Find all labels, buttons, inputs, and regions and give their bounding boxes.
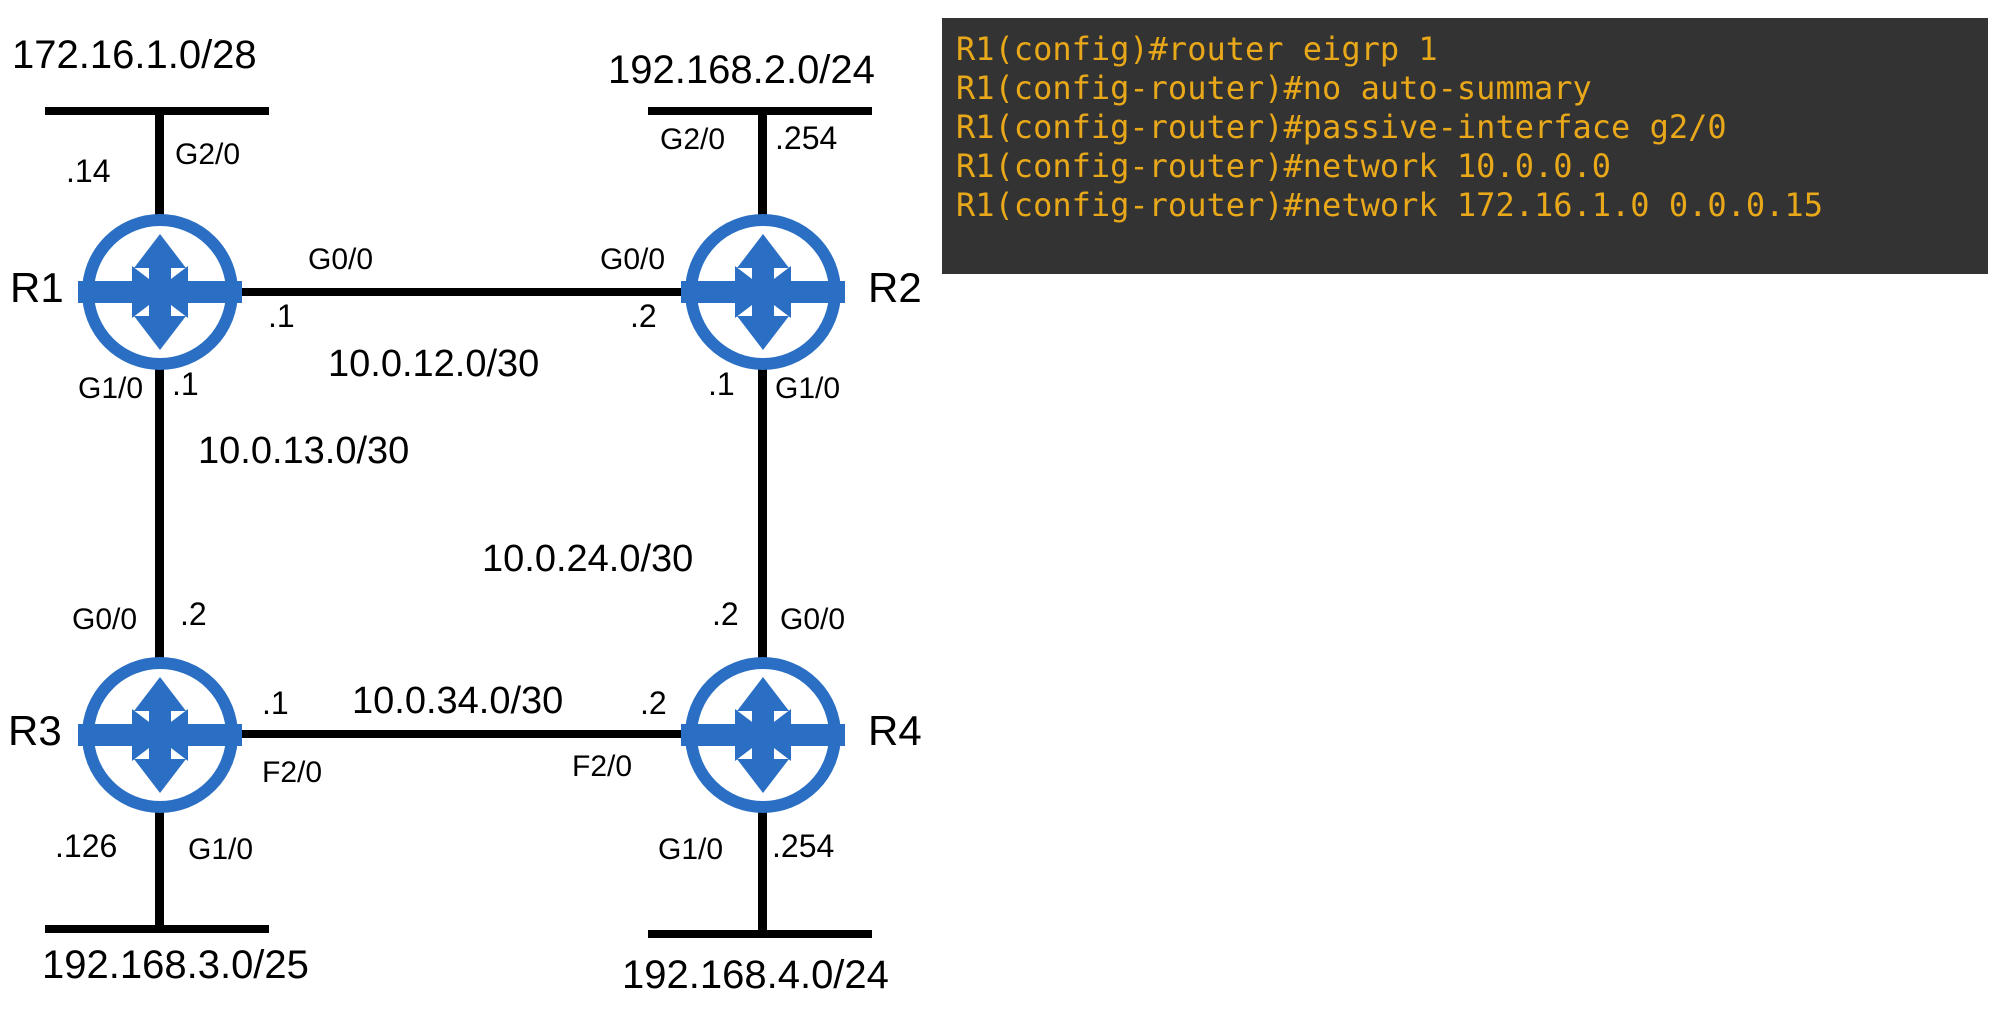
link-host-label-r1-g1-0: .1 <box>172 366 199 402</box>
link-iface-label-r2-g0-0: G0/0 <box>600 243 666 276</box>
lan-iface-label-r4: G1/0 <box>658 833 724 866</box>
link-iface-label-r1-g1-0: G1/0 <box>78 372 144 405</box>
link-subnet-label-r1-r3: 10.0.13.0/30 <box>198 430 410 472</box>
cli-line-4: R1(config-router)#network 10.0.0.0 <box>956 147 1612 185</box>
lan-host-label-r1: .14 <box>66 153 111 189</box>
router-label-r3: R3 <box>8 707 62 754</box>
lan-subnet-label-r3: 192.168.3.0/25 <box>42 943 309 987</box>
lan-iface-label-r2: G2/0 <box>660 123 726 156</box>
cli-line-2: R1(config-router)#no auto-summary <box>956 69 1592 107</box>
link-host-label-r3-g0-0: .2 <box>180 596 207 632</box>
lan-host-label-r2: .254 <box>775 120 838 156</box>
lan-bar-r4 <box>648 808 872 938</box>
lan-host-label-r4: .254 <box>772 828 835 864</box>
link-host-label-r4-g0-0: .2 <box>712 596 739 632</box>
link-iface-label-r4-f2-0: F2/0 <box>572 750 633 783</box>
lan-host-label-r3: .126 <box>55 828 118 864</box>
link-line-r1-r3 <box>155 362 164 667</box>
lan-bar-r2 <box>648 107 872 220</box>
router-icon-r3[interactable] <box>78 663 242 807</box>
link-iface-label-r1-g0-0: G0/0 <box>308 243 374 276</box>
router-icon-r4[interactable] <box>681 663 845 807</box>
link-host-label-r2-g1-0: .1 <box>708 366 735 402</box>
link-line-r3-r4 <box>232 730 692 738</box>
lan-iface-label-r1: G2/0 <box>175 138 241 171</box>
link-subnet-label-r3-r4: 10.0.34.0/30 <box>352 680 564 722</box>
link-line-r1-r2 <box>232 288 692 296</box>
lan-subnet-label-r4: 192.168.4.0/24 <box>622 953 889 997</box>
link-line-r2-r4 <box>758 362 767 667</box>
cli-line-1: R1(config)#router eigrp 1 <box>956 30 1438 68</box>
cli-terminal-panel: R1(config)#router eigrp 1 R1(config-rout… <box>942 18 1988 274</box>
link-host-label-r3-f2-0: .1 <box>262 685 289 721</box>
lan-subnet-label-r1: 172.16.1.0/28 <box>12 33 257 77</box>
lan-subnet-label-r2: 192.168.2.0/24 <box>608 48 875 92</box>
link-subnet-label-r1-r2: 10.0.12.0/30 <box>328 343 540 385</box>
link-iface-label-r4-g0-0: G0/0 <box>780 603 846 636</box>
cli-line-3: R1(config-router)#passive-interface g2/0 <box>956 108 1727 146</box>
link-host-label-r1-g0-0: .1 <box>268 298 295 334</box>
router-label-r2: R2 <box>868 264 922 311</box>
link-subnet-label-r2-r4: 10.0.24.0/30 <box>482 538 694 580</box>
link-host-label-r4-f2-0: .2 <box>640 685 667 721</box>
link-iface-label-r3-f2-0: F2/0 <box>262 756 323 789</box>
lan-bar-r3 <box>45 808 269 933</box>
link-host-label-r2-g0-0: .2 <box>630 298 657 334</box>
link-iface-label-r3-g0-0: G0/0 <box>72 603 138 636</box>
lan-iface-label-r3: G1/0 <box>188 833 254 866</box>
router-label-r4: R4 <box>868 707 922 754</box>
router-icon-r1[interactable] <box>78 220 242 364</box>
router-icon-r2[interactable] <box>681 220 845 364</box>
lan-bar-r1 <box>45 107 269 220</box>
topology-graphics <box>45 107 872 938</box>
cli-line-5: R1(config-router)#network 172.16.1.0 0.0… <box>956 186 1823 224</box>
link-iface-label-r2-g1-0: G1/0 <box>775 372 841 405</box>
router-label-r1: R1 <box>10 264 64 311</box>
